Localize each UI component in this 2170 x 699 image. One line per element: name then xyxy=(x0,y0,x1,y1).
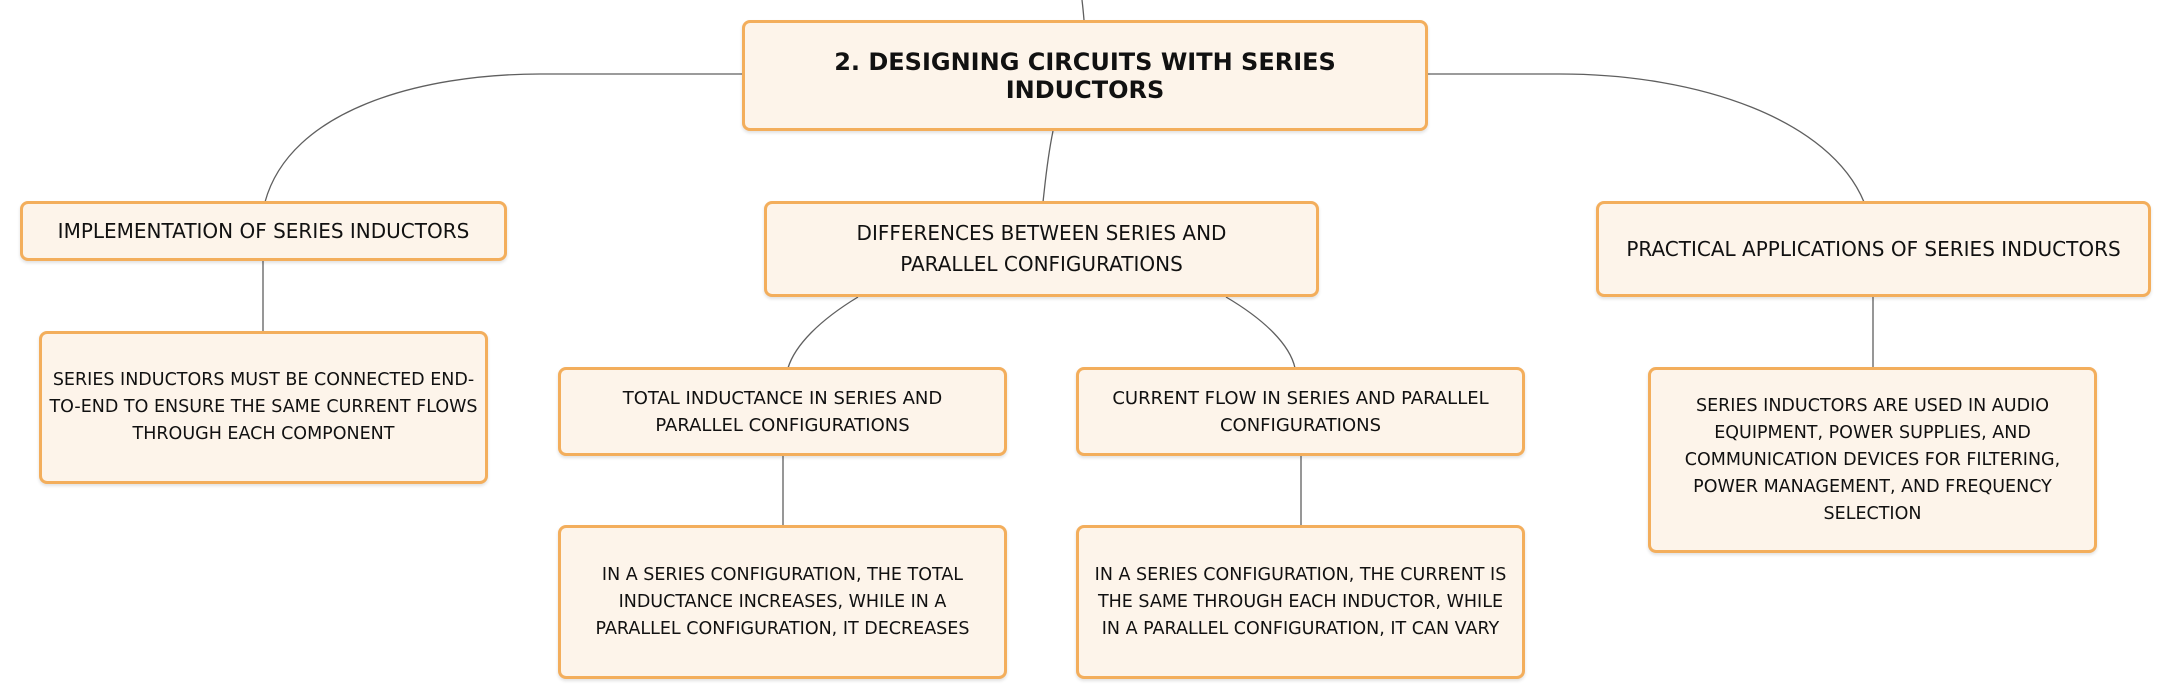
connector-root-to-applications xyxy=(1427,73,1865,203)
implementation-node[interactable]: IMPLEMENTATION OF SERIES INDUCTORS xyxy=(20,201,507,261)
current-flow-node[interactable]: CURRENT FLOW IN SERIES AND PARALLEL CONF… xyxy=(1076,367,1525,456)
applications-node[interactable]: PRACTICAL APPLICATIONS OF SERIES INDUCTO… xyxy=(1596,201,2151,297)
root-title: 2. DESIGNING CIRCUITS WITH SERIES INDUCT… xyxy=(834,47,1336,104)
implementation-detail: SERIES INDUCTORS MUST BE CONNECTED END-T… xyxy=(49,370,478,444)
root-node[interactable]: 2. DESIGNING CIRCUITS WITH SERIES INDUCT… xyxy=(742,20,1428,131)
connector-differences-to-current-flow xyxy=(1225,296,1296,369)
total-inductance-detail: IN A SERIES CONFIGURATION, THE TOTAL IND… xyxy=(595,564,970,639)
connector-top-stub xyxy=(1081,0,1085,21)
connector-root-to-implementation xyxy=(264,73,743,203)
total-inductance-detail-node[interactable]: IN A SERIES CONFIGURATION, THE TOTAL IND… xyxy=(558,525,1007,679)
total-inductance-node[interactable]: TOTAL INDUCTANCE IN SERIES AND PARALLEL … xyxy=(558,367,1007,456)
applications-detail: SERIES INDUCTORS ARE USED IN AUDIO EQUIP… xyxy=(1684,395,2061,524)
current-flow-detail-node[interactable]: IN A SERIES CONFIGURATION, THE CURRENT I… xyxy=(1076,525,1525,679)
total-inductance-title: TOTAL INDUCTANCE IN SERIES AND PARALLEL … xyxy=(622,387,943,436)
connector-differences-to-total-inductance xyxy=(787,296,859,369)
implementation-detail-node[interactable]: SERIES INDUCTORS MUST BE CONNECTED END-T… xyxy=(39,331,488,484)
differences-node[interactable]: DIFFERENCES BETWEEN SERIES AND PARALLEL … xyxy=(764,201,1319,297)
applications-detail-node[interactable]: SERIES INDUCTORS ARE USED IN AUDIO EQUIP… xyxy=(1648,367,2097,553)
applications-title: PRACTICAL APPLICATIONS OF SERIES INDUCTO… xyxy=(1626,236,2121,261)
current-flow-detail: IN A SERIES CONFIGURATION, THE CURRENT I… xyxy=(1094,564,1507,639)
implementation-title: IMPLEMENTATION OF SERIES INDUCTORS xyxy=(57,218,470,243)
current-flow-title: CURRENT FLOW IN SERIES AND PARALLEL CONF… xyxy=(1112,387,1489,436)
differences-title: DIFFERENCES BETWEEN SERIES AND PARALLEL … xyxy=(856,221,1227,276)
connector-root-to-differences xyxy=(1042,130,1054,203)
